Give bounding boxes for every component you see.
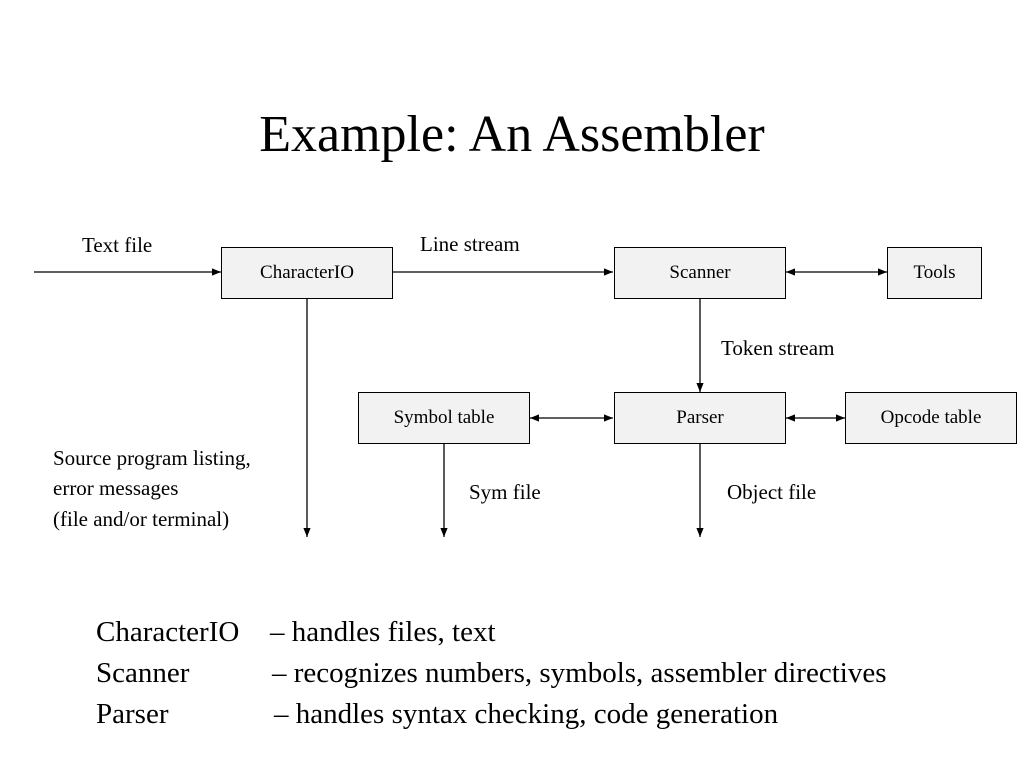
text-file-label: Text file — [82, 233, 153, 257]
tools-box: Tools — [887, 247, 982, 299]
opcode-table-box: Opcode table — [845, 392, 1017, 444]
scanner-box: Scanner — [614, 247, 786, 299]
sym-file-label: Sym file — [469, 480, 541, 504]
description-text: – recognizes numbers, symbols, assembler… — [272, 657, 887, 689]
slide-title: Example: An Assembler — [259, 106, 765, 163]
description-text: – handles files, text — [270, 616, 496, 648]
listing-label-line-3: (file and/or terminal) — [53, 507, 230, 531]
description-name: Parser — [96, 698, 169, 730]
object-file-label: Object file — [727, 480, 817, 504]
description-text: – handles syntax checking, code generati… — [274, 698, 779, 730]
description-name: Scanner — [96, 657, 190, 689]
characterio-box: CharacterIO — [221, 247, 393, 299]
token-stream-label: Token stream — [721, 336, 835, 360]
symbol-table-box: Symbol table — [358, 392, 530, 444]
line-stream-label: Line stream — [420, 232, 520, 256]
listing-label-line-2: error messages — [53, 476, 179, 500]
description-name: CharacterIO — [96, 616, 240, 648]
parser-box: Parser — [614, 392, 786, 444]
listing-label-line-1: Source program listing, — [53, 446, 251, 470]
